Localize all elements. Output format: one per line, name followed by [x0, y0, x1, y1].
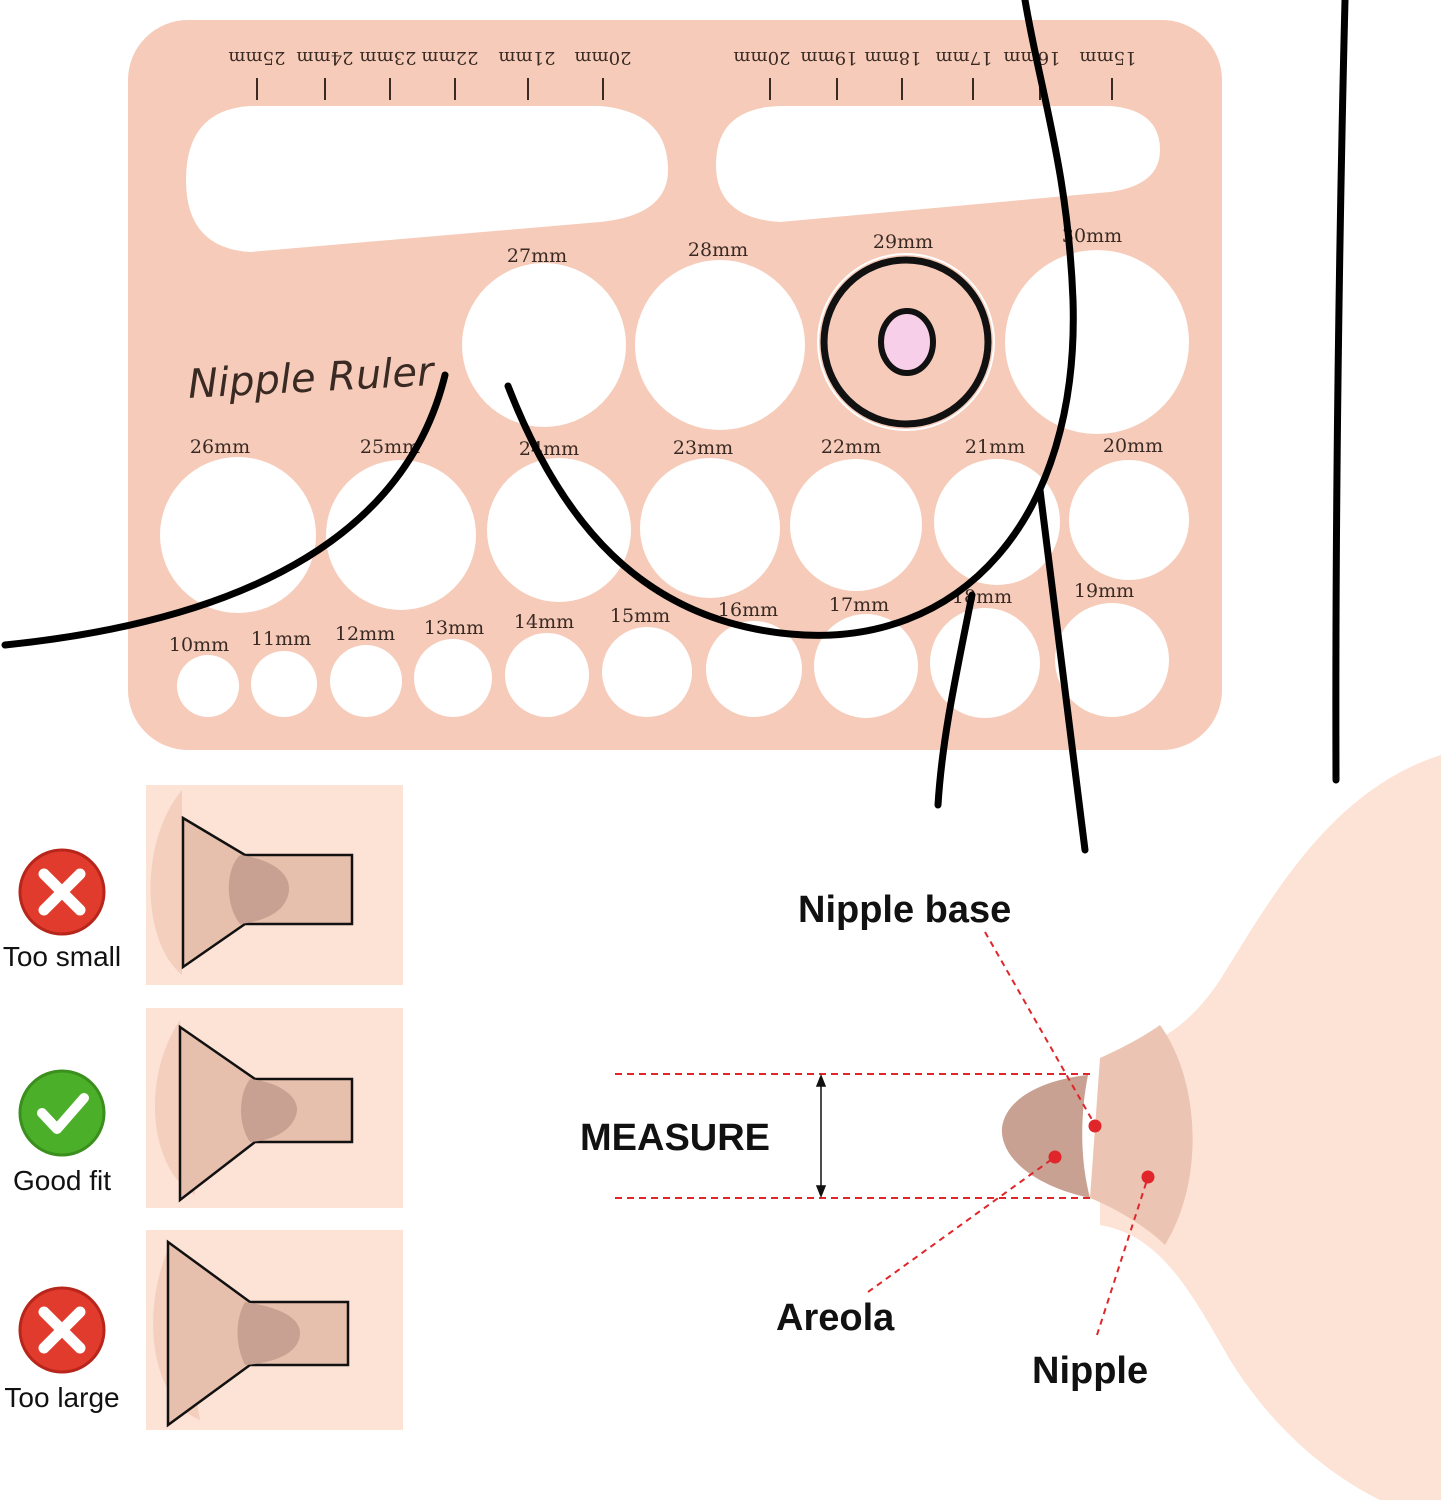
hole-label: 20mm [1103, 435, 1163, 457]
ruler-nipple [878, 308, 936, 376]
slot-label: 15mm [1079, 47, 1136, 68]
nipple-shape [228, 855, 290, 924]
hole-13mm [414, 639, 492, 717]
measure-arrow [815, 1073, 827, 1199]
measure-label: MEASURE [580, 1117, 770, 1159]
areola-shape [1090, 1025, 1193, 1245]
hole-28mm [635, 260, 805, 430]
slot-right-ticks [769, 78, 1113, 100]
hole-30mm [1005, 250, 1189, 434]
slot-label: 16mm [1003, 47, 1060, 68]
fit-label-good: Good fit [13, 1165, 111, 1196]
hole-19mm [1055, 603, 1169, 717]
hole-16mm [706, 621, 802, 717]
hole-11mm [251, 651, 317, 717]
hole-25mm [326, 460, 476, 610]
hole-label: 21mm [965, 436, 1025, 458]
areola-marker [1048, 1150, 1062, 1164]
hole-12mm [330, 645, 402, 717]
hole-label: 29mm [873, 231, 933, 253]
hole-label: 17mm [829, 594, 889, 616]
slot-label: 18mm [864, 47, 921, 68]
hole-18mm [930, 608, 1040, 718]
hole-label: 13mm [424, 617, 484, 639]
hole-23mm [640, 458, 780, 598]
nipple-shape [241, 1079, 298, 1142]
slot-label: 20mm [574, 47, 631, 68]
areola-label: Areola [776, 1297, 895, 1339]
hole-label: 15mm [610, 605, 670, 627]
row1-labels: 27mm 28mm 29mm 30mm [507, 225, 1122, 267]
slot-left-labels: 25mm 24mm 23mm 22mm 21mm 20mm [228, 47, 631, 68]
nipple-label: Nipple [1032, 1350, 1148, 1392]
hole-label: 19mm [1074, 580, 1134, 602]
slot-label: 23mm [359, 47, 416, 68]
hole-label: 25mm [360, 436, 420, 458]
x-mark-icon [18, 848, 106, 936]
fit-example-good [146, 1008, 403, 1208]
row3-holes [177, 603, 1169, 718]
body-outline [1, 0, 1349, 854]
hole-27mm [462, 263, 626, 427]
slot-label: 20mm [733, 47, 790, 68]
nipple-base-label: Nipple base [798, 889, 1011, 931]
hole-label: 11mm [251, 628, 311, 650]
row1-holes [462, 250, 1189, 434]
row3-labels: 10mm 11mm 12mm 13mm 14mm 15mm 16mm 17mm … [169, 580, 1134, 656]
slot-label: 21mm [498, 47, 555, 68]
hole-label: 27mm [507, 245, 567, 267]
hole-24mm [487, 458, 631, 602]
hole-label: 12mm [335, 623, 395, 645]
anatomy-leaders [867, 931, 1149, 1336]
hole-label: 28mm [688, 239, 748, 261]
hole-label: 30mm [1062, 225, 1122, 247]
slot-left-ticks [256, 78, 604, 100]
hole-label: 22mm [821, 436, 881, 458]
nipple-shape [237, 1302, 300, 1365]
slot-label: 22mm [421, 47, 478, 68]
hole-17mm [814, 614, 918, 718]
hole-label: 10mm [169, 634, 229, 656]
hole-label: 24mm [519, 438, 579, 460]
hole-15mm [602, 627, 692, 717]
slot-right-labels: 20mm 19mm 18mm 17mm 16mm 15mm [733, 47, 1136, 68]
breast-side-profile [1100, 755, 1441, 1500]
slot-label: 24mm [296, 47, 353, 68]
fit-example-too-small [146, 785, 403, 985]
hole-20mm [1069, 460, 1189, 580]
hole-label: 16mm [718, 599, 778, 621]
slot-small [716, 106, 1160, 222]
hole-label: 23mm [673, 437, 733, 459]
nipple-marker [1141, 1170, 1155, 1184]
fit-example-too-large [146, 1230, 403, 1430]
fit-label-too-small: Too small [3, 941, 121, 972]
hole-label: 14mm [514, 611, 574, 633]
x-mark-icon [18, 1286, 106, 1374]
hole-21mm [934, 459, 1060, 585]
fit-label-too-large: Too large [4, 1382, 119, 1413]
hole-22mm [790, 459, 922, 591]
slot-label: 17mm [935, 47, 992, 68]
hole-10mm [177, 655, 239, 717]
nipple-profile [1001, 1075, 1090, 1198]
ruler-areola-outline [820, 256, 992, 428]
breast-curve [150, 790, 182, 975]
hole-label: 26mm [190, 436, 250, 458]
hole-14mm [505, 633, 589, 717]
check-mark-icon [18, 1069, 106, 1157]
slot-label: 19mm [800, 47, 857, 68]
slot-large [186, 106, 668, 252]
slot-label: 25mm [228, 47, 285, 68]
nipple-base-marker [1088, 1119, 1102, 1133]
